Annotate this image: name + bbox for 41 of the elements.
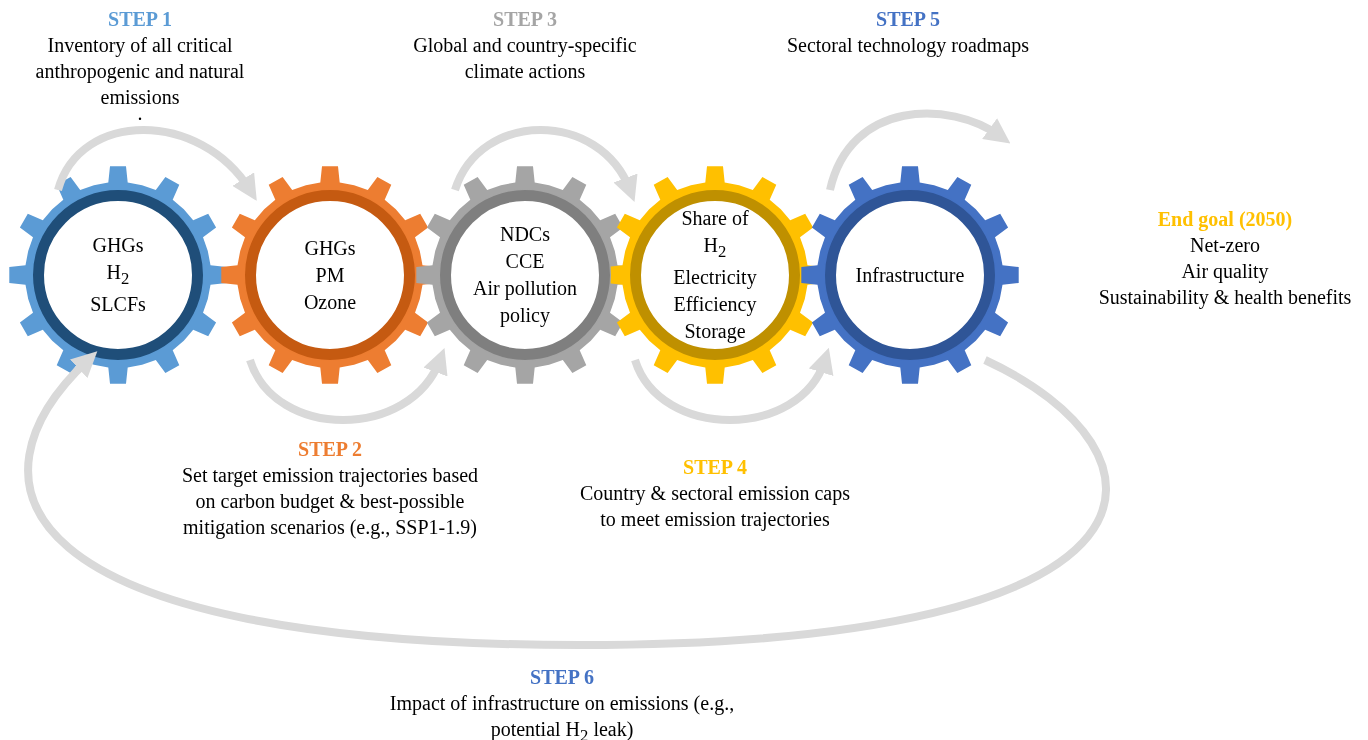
- curved-arrow: [246, 348, 446, 424]
- gear-label: Efficiency: [673, 291, 757, 318]
- step-heading: STEP 3: [492, 7, 558, 32]
- curved-arrow: [54, 126, 258, 201]
- gear-label: Share of: [681, 206, 749, 232]
- annotation-text: Global and country-specific climate actions: [412, 33, 638, 84]
- gear-label: SLCFs: [90, 291, 146, 317]
- gear-label: H$_{2}$: [106, 260, 130, 291]
- step-heading: STEP 2: [297, 437, 363, 462]
- curved-arrow: [25, 350, 1109, 649]
- curved-arrow: [451, 126, 636, 202]
- gear-label: Ozone: [303, 289, 357, 315]
- gear-label: NDCs: [500, 222, 550, 247]
- step-heading: STEP 4: [682, 455, 748, 480]
- gear-label: GHGs: [304, 235, 356, 261]
- step-heading: End goal (2050): [1156, 207, 1294, 232]
- gear-hub: [245, 190, 415, 360]
- step-heading: STEP 5: [875, 7, 941, 32]
- step-heading: STEP 6: [529, 665, 595, 690]
- annotation-text: Sustainability & health benefits: [1097, 285, 1353, 310]
- annotation-text: Inventory of all critical anthropogenic and natural emissions: [34, 33, 246, 110]
- gear-label: H$_{2}$: [703, 233, 727, 264]
- gear-label: Electricity: [673, 264, 757, 291]
- gear-label: Infrastructure: [855, 262, 965, 288]
- gear-hub: [33, 190, 203, 360]
- gear-label: Storage: [684, 318, 746, 345]
- gear-label: CCE: [505, 249, 545, 274]
- curved-arrow: [631, 348, 832, 424]
- annotation-text: Country & sectoral emission caps to meet emission trajectories: [579, 481, 851, 532]
- gear-label: GHGs: [92, 233, 144, 259]
- gear-hub: [630, 190, 800, 360]
- annotation-text: Set target emission trajectories based on carbon budget & best-possible mitigation scenarios (e.g., SSP1-1.9): [180, 463, 480, 540]
- annotation-text: Net-zero: [1189, 233, 1261, 258]
- gear-label: Air pollution policy: [472, 276, 578, 329]
- curved-arrow: [826, 109, 1011, 192]
- step-heading: STEP 1: [107, 7, 173, 32]
- gear-hub: [440, 190, 610, 360]
- gear-hub: [825, 190, 995, 360]
- annotation-text: Sectoral technology roadmaps: [785, 33, 1031, 58]
- gear-label: PM: [315, 262, 345, 288]
- annotation-text: Air quality: [1180, 259, 1270, 284]
